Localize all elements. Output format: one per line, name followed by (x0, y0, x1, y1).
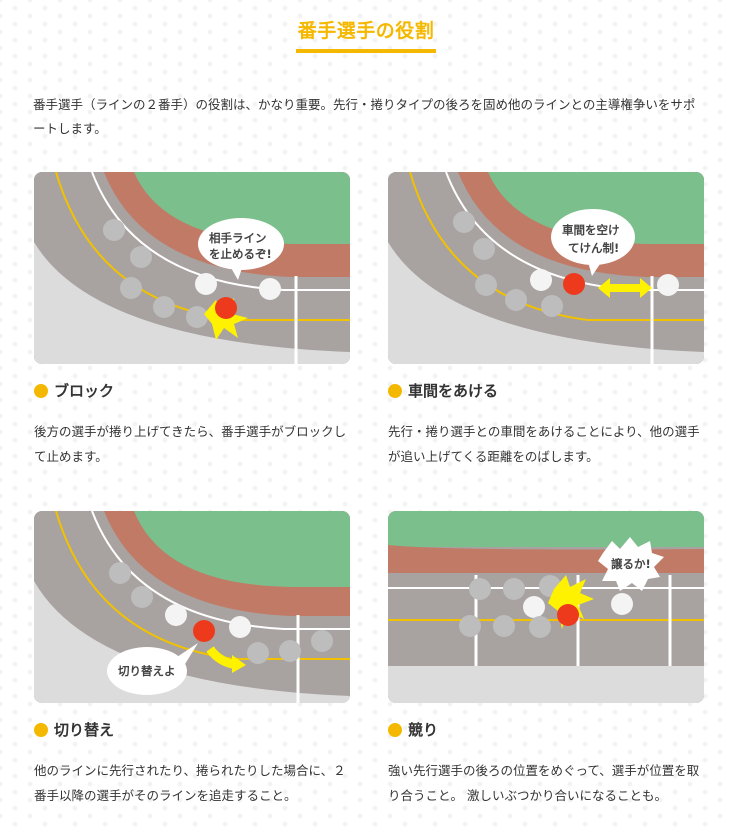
title-wrap: 番手選手の役割 (0, 14, 732, 53)
illustration-gap: 車間を空け てけん制! (388, 172, 704, 364)
illustration-contest: 譲るか! (388, 511, 704, 703)
speech-line-2: てけん制! (568, 241, 619, 255)
heading-text: ブロック (54, 382, 115, 400)
card-heading: 競り (388, 719, 706, 740)
rider-heads (459, 575, 633, 638)
rider-heads (453, 211, 679, 317)
rider-heads (103, 219, 281, 340)
heading-text: 競り (408, 721, 439, 739)
card-heading: 切り替え (34, 719, 352, 740)
illustration-switch: 切り替えよ (34, 511, 350, 703)
rider-heads (109, 562, 333, 664)
speech-line-2: を止めるぞ! (209, 247, 272, 261)
illustration-block: 相手ライン を止めるぞ! (34, 172, 350, 364)
speech-line-1: 相手ライン (209, 231, 267, 245)
card-description: 先行・捲り選手との車間をあけることにより、他の選手が追い上げてくる距離をのばしま… (388, 424, 700, 464)
bullet-dot-icon (34, 722, 48, 737)
intro-text: 番手選手（ラインの２番手）の役割は、かなり重要。先行・捲りタイプの後ろを固め他の… (33, 96, 696, 136)
card-gap: 車間を空け てけん制! 車間をあける 先行・捲り選手との車間をあけることにより、… (388, 172, 706, 469)
card-switch: 切り替えよ 切り替え 他のラインに先行されたり、捲られたりした場合に、２番手以降… (34, 511, 352, 808)
card-description: 後方の選手が捲り上げてきたら、番手選手がブロックして止めます。 (34, 424, 347, 464)
speech-line-1: 車間を空け (562, 223, 620, 237)
page-title: 番手選手の役割 (295, 14, 437, 53)
card-block: 相手ライン を止めるぞ! ブロック 後方の選手が捲り上げてきたら、番手選手がブロ… (34, 172, 352, 469)
card-description: 強い先行選手の後ろの位置をめぐって、選手が位置を取り合うこと。 激しいぶつかり合… (388, 763, 700, 803)
heading-text: 切り替え (54, 721, 115, 739)
card-heading: 車間をあける (388, 380, 706, 401)
bullet-dot-icon (388, 383, 402, 398)
card-heading: ブロック (34, 380, 352, 401)
heading-text: 車間をあける (408, 382, 499, 400)
bullet-dot-icon (388, 722, 402, 737)
card-description: 他のラインに先行されたり、捲られたりした場合に、２番手以降の選手がそのラインを追… (34, 763, 346, 803)
card-contest: 譲るか! 競り 強い先行選手の後ろの位置をめぐって、選手が位置を取り合うこと。 … (388, 511, 706, 808)
speech-line-1: 切り替えよ (118, 664, 176, 678)
speech-line-1: 譲るか! (611, 557, 651, 571)
bullet-dot-icon (34, 383, 48, 398)
